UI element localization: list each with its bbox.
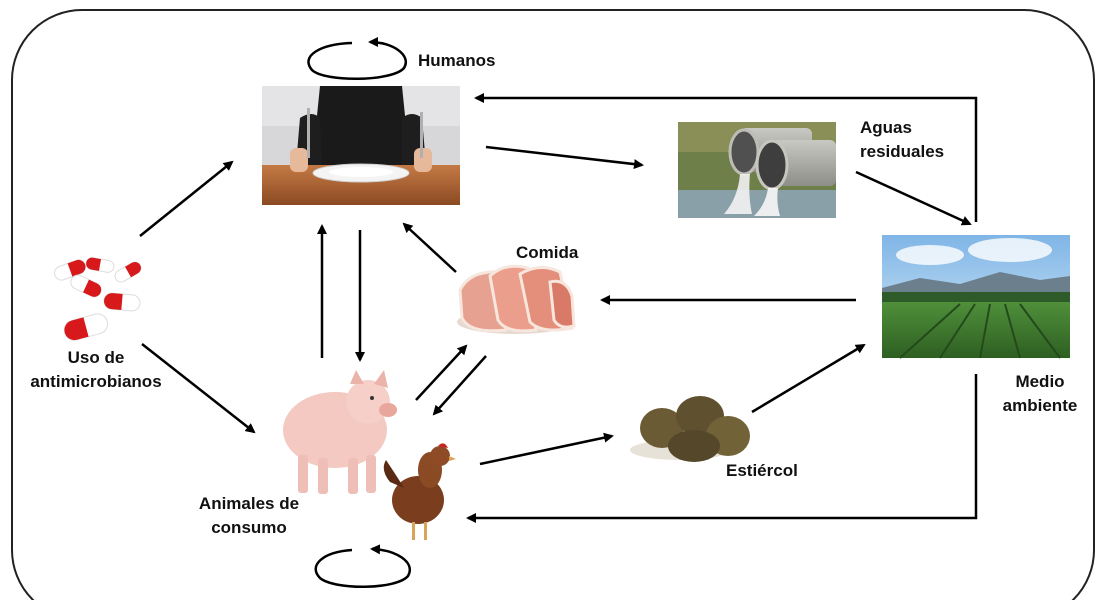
uso-label-line2: antimicrobianos: [16, 370, 176, 394]
arrow-estiercol-to-medio: [752, 345, 864, 412]
comida-label: Comida: [516, 241, 578, 265]
people-at-table-icon: [262, 86, 460, 205]
arrow-aguas-to-medio: [856, 172, 970, 224]
humanos-label: Humanos: [418, 49, 495, 73]
estiercol-label: Estiércol: [726, 459, 798, 483]
arrow-animales-to-estiercol: [480, 436, 612, 464]
pills-icon: [53, 257, 144, 343]
animales-label-line2: consumo: [184, 516, 314, 540]
node-label-medio: Medio ambiente: [990, 370, 1090, 418]
node-label-animales: Animales de consumo: [184, 492, 314, 540]
animales-label-line1: Animales de: [184, 492, 314, 516]
arrow-animales-to-comida: [416, 346, 466, 400]
arrow-comida-to-humanos: [404, 224, 456, 272]
node-label-comida: Comida: [516, 241, 578, 265]
manure-icon: [630, 396, 750, 462]
humanos-self-loop: [308, 42, 405, 79]
medio-label-line2: ambiente: [990, 394, 1090, 418]
sewage-pipes-icon: [678, 122, 836, 218]
raw-meat-icon: [457, 266, 574, 334]
uso-label-line1: Uso de: [16, 346, 176, 370]
node-label-uso: Uso de antimicrobianos: [16, 346, 176, 394]
arrow-humanos-to-aguas: [486, 147, 642, 165]
node-label-aguas: Aguas residuales: [860, 116, 944, 164]
medio-label-line1: Medio: [990, 370, 1090, 394]
animales-self-loop: [316, 549, 410, 587]
aguas-label-line1: Aguas: [860, 116, 944, 140]
aguas-label-line2: residuales: [860, 140, 944, 164]
arrow-uso-to-humanos: [140, 162, 232, 236]
node-label-humanos: Humanos: [418, 49, 495, 73]
arrow-comida-to-animales: [434, 356, 486, 414]
farm-field-icon: [882, 235, 1070, 358]
node-label-estiercol: Estiércol: [726, 459, 798, 483]
